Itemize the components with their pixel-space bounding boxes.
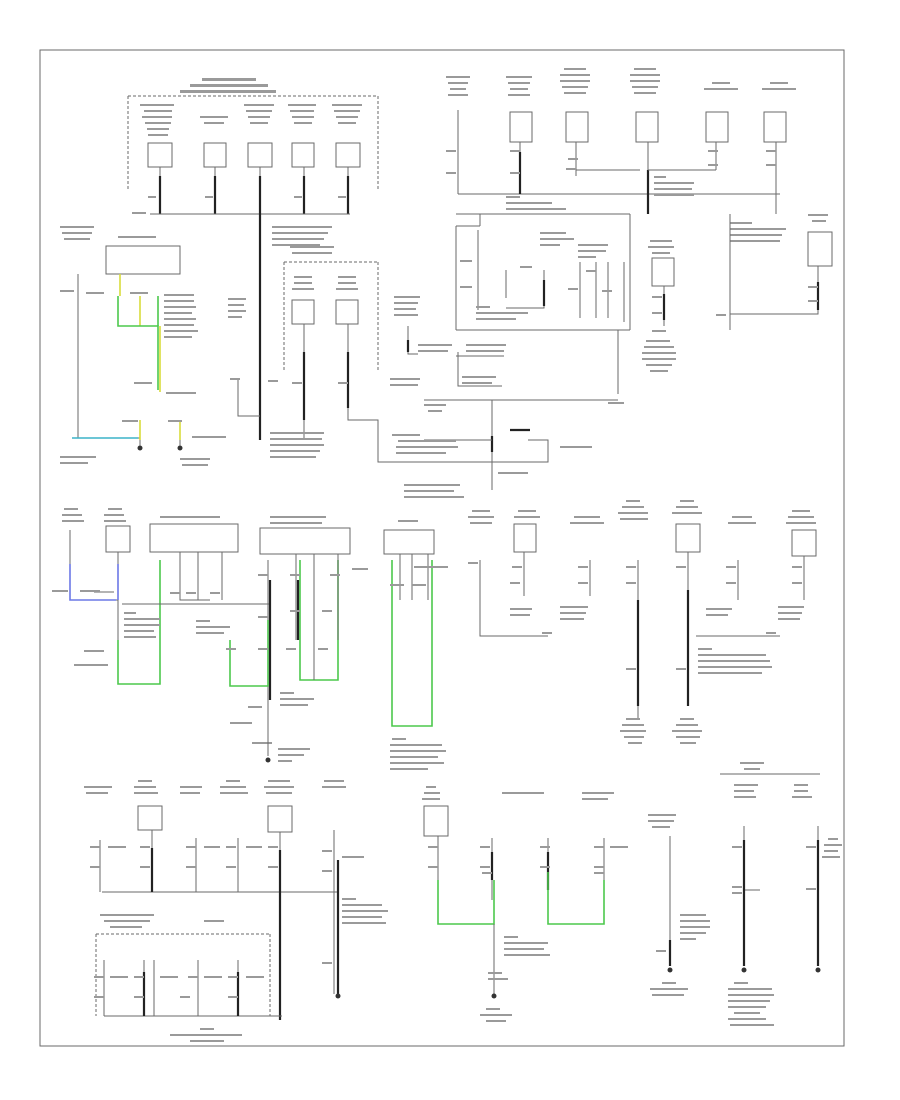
middle-band-module-group (52, 500, 817, 770)
right-middle-module-group (390, 213, 833, 498)
center-relay-module-group (228, 226, 492, 463)
top-right-module-group (446, 68, 796, 214)
left-middle-module-group (60, 226, 226, 466)
diagram-border (39, 49, 845, 1047)
bottom-band-module-group (84, 762, 842, 1042)
top-left-module-group (127, 78, 379, 215)
